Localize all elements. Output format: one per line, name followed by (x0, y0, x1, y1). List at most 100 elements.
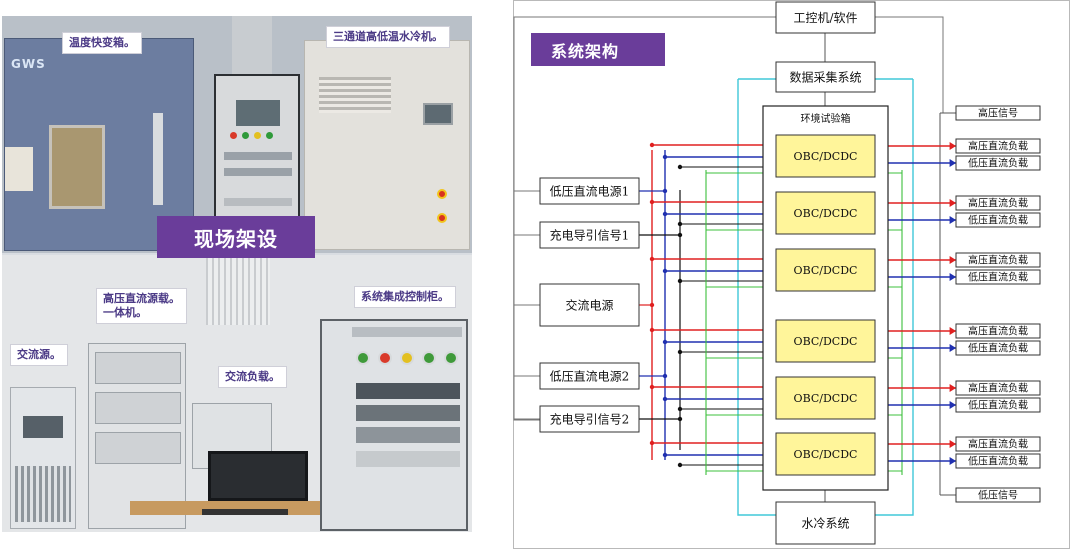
cabinet-nameplate (352, 327, 462, 337)
cabinet-instrument (356, 383, 460, 399)
lv-load-5-box (955, 397, 1041, 413)
rack-knob (230, 132, 237, 139)
lv-load-5-label: 低压直流负载 (968, 399, 1028, 412)
hv-load-6-box (955, 436, 1041, 452)
rack-strip (224, 152, 292, 160)
hv-load-rack (88, 343, 186, 529)
junction-dot (662, 268, 668, 274)
label-ac-load: 交流负载。 (218, 366, 287, 388)
left-source-4-box (539, 362, 640, 390)
site-banner: 现场架设 (157, 216, 315, 258)
ipc-box (775, 1, 876, 34)
wire-layer (513, 16, 956, 516)
dut-5-label: OBC/DCDC (794, 392, 858, 405)
ipc-label: 工控机/软件 (793, 11, 857, 25)
blue-arrow-icon (949, 159, 956, 167)
label-control-cabinet: 系统集成控制柜。 (354, 286, 456, 308)
junction-dot (649, 142, 655, 148)
lv-load-2-label: 低压直流负载 (968, 214, 1028, 227)
environment-chamber-label: 环境试验箱 (801, 112, 851, 125)
junction-dot (649, 440, 655, 446)
blue-arrow-icon (949, 273, 956, 281)
monitor (208, 451, 308, 501)
junction-dot (662, 211, 668, 217)
junction-dot (649, 199, 655, 205)
hv-load-3-box (955, 252, 1041, 268)
left-source-1-box (539, 177, 640, 205)
photo-bottom-scene (2, 255, 472, 532)
junction-dot (649, 384, 655, 390)
ac-source-cabinet (10, 387, 76, 529)
hv-load-4-label: 高压直流负载 (968, 325, 1028, 338)
blue-arrow-icon (949, 401, 956, 409)
cooling-pipe-right (875, 79, 914, 516)
ac-source-grill (15, 466, 71, 522)
hv-load-6-label: 高压直流负载 (968, 438, 1028, 451)
rack-knob (254, 132, 261, 139)
junction-dot (649, 327, 655, 333)
hv-load-4-box (955, 323, 1041, 339)
left-source-3-box (539, 283, 640, 327)
water-chiller (304, 40, 470, 250)
ceiling-pipe (232, 16, 272, 76)
rack-knob (242, 132, 249, 139)
ac-source-display (23, 416, 63, 438)
chiller-hmi-screen (423, 103, 453, 125)
junction-dot (662, 339, 668, 345)
wall-vent (206, 255, 270, 325)
hv-rack-unit (95, 392, 181, 424)
dut-2-box (775, 191, 876, 235)
dut-5-box (775, 376, 876, 420)
dut-2-label: OBC/DCDC (794, 207, 858, 220)
ipc-left-link (513, 16, 776, 421)
lv-load-1-label: 低压直流负载 (968, 157, 1028, 170)
knob-icon (400, 351, 414, 365)
cabinet-knob-row (352, 345, 462, 371)
lv-signal-box (955, 487, 1041, 503)
junction-dot (677, 416, 683, 422)
lv-load-4-label: 低压直流负载 (968, 342, 1028, 355)
rack-strip (224, 168, 292, 176)
hv-load-5-label: 高压直流负载 (968, 382, 1028, 395)
ipc-right-link (875, 16, 944, 113)
label-chiller: 三通道高低温水冷机。 (326, 26, 450, 48)
junction-dot (649, 256, 655, 262)
red-arrow-icon (949, 142, 956, 150)
knob-icon (356, 351, 370, 365)
hv-signal-label: 高压信号 (978, 107, 1018, 120)
dut-3-box (775, 248, 876, 292)
lv-load-3-label: 低压直流负载 (968, 271, 1028, 284)
red-arrow-icon (949, 256, 956, 264)
cabinet-instrument (356, 451, 460, 467)
red-arrow-icon (949, 327, 956, 335)
junction-dot (677, 164, 683, 170)
knob-icon (378, 351, 392, 365)
lv-load-4-box (955, 340, 1041, 356)
control-cabinet (320, 319, 468, 531)
dut-4-label: OBC/DCDC (794, 335, 858, 348)
water-cooling-label: 水冷系统 (801, 516, 849, 530)
junction-dot (662, 188, 668, 194)
hv-load-5-box (955, 380, 1041, 396)
knob-icon (422, 351, 436, 365)
emergency-stop-icon (437, 213, 447, 223)
lv-load-6-box (955, 453, 1041, 469)
blue-arrow-icon (949, 216, 956, 224)
red-arrow-icon (949, 384, 956, 392)
left-source-3-label: 交流电源 (565, 297, 613, 312)
rack-knob (266, 132, 273, 139)
dut-6-label: OBC/DCDC (794, 448, 858, 461)
hv-load-3-label: 高压直流负载 (968, 254, 1028, 267)
chamber-side-paper (5, 147, 33, 191)
junction-dot (677, 406, 683, 412)
chiller-vent (319, 77, 391, 113)
knob-icon (444, 351, 458, 365)
left-source-1-label: 低压直流电源1 (550, 184, 630, 198)
lv-load-3-box (955, 269, 1041, 285)
left-source-4-label: 低压直流电源2 (550, 369, 630, 383)
blue-arrow-icon (949, 457, 956, 465)
lv-load-2-box (955, 212, 1041, 228)
dut-3-label: OBC/DCDC (794, 264, 858, 277)
emergency-stop-icon (437, 189, 447, 199)
